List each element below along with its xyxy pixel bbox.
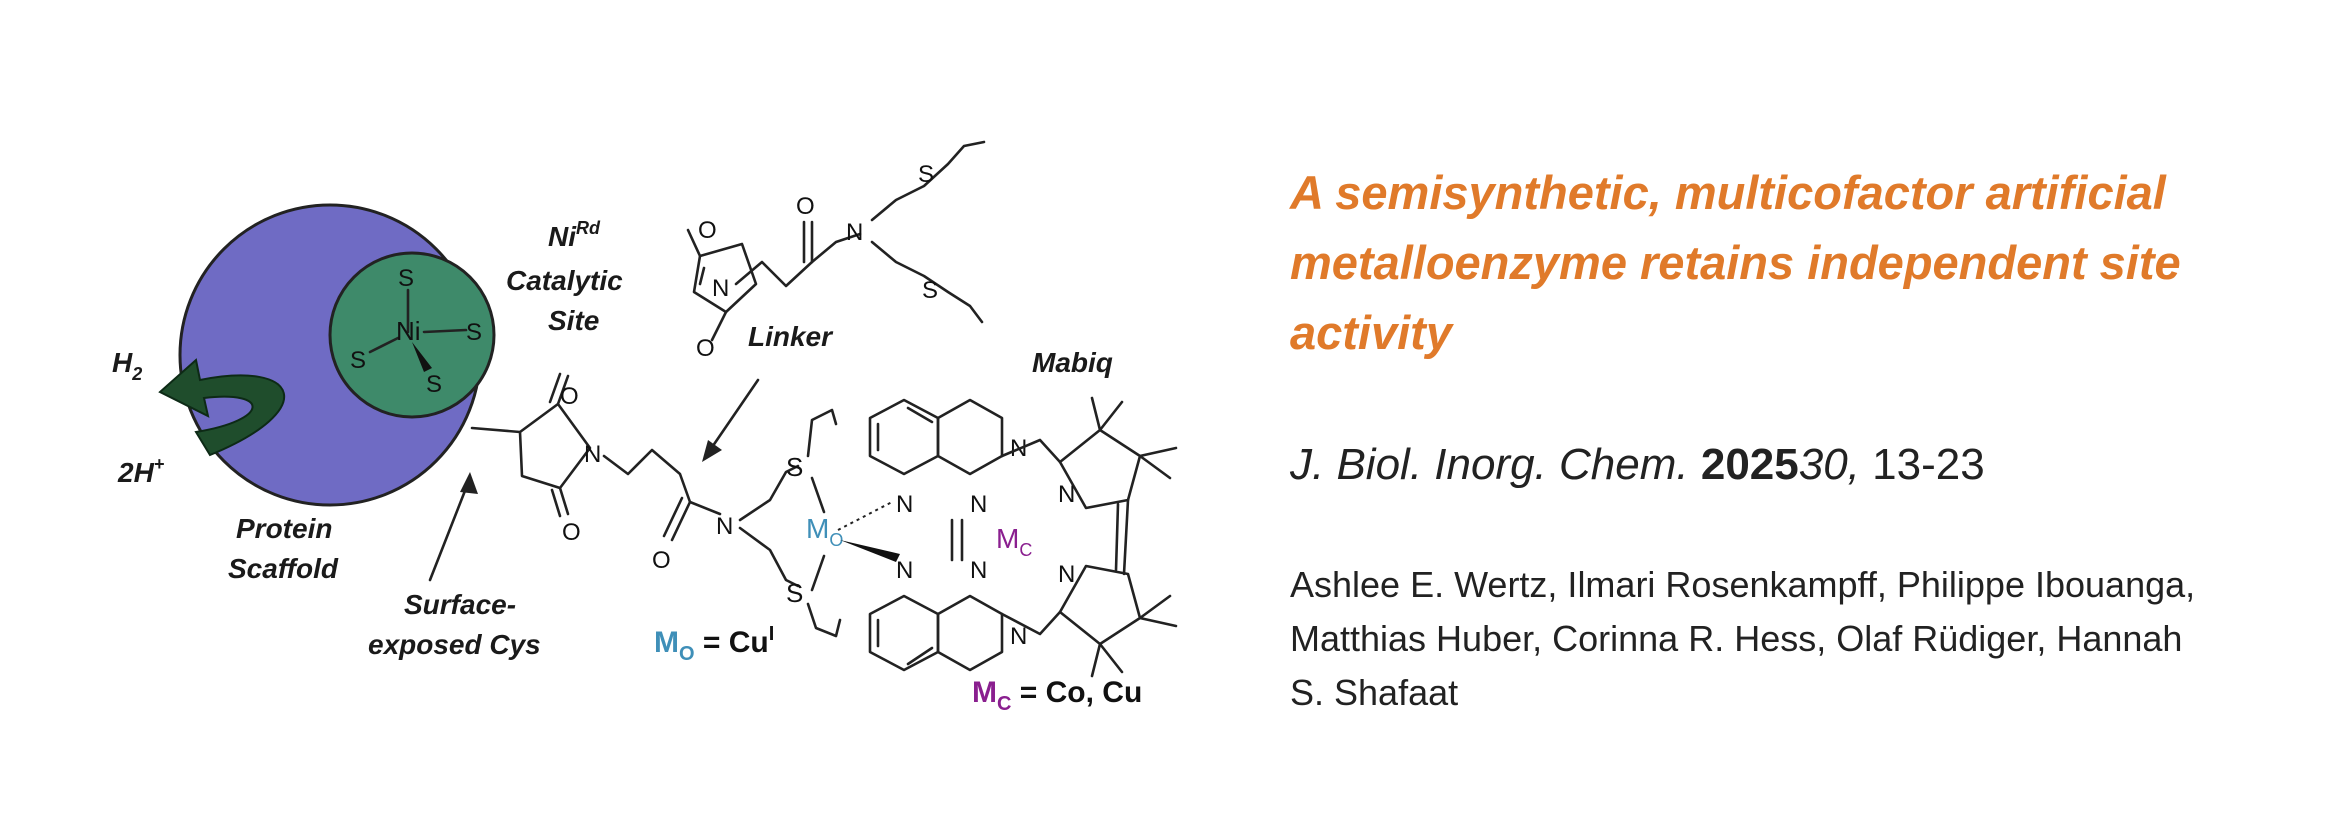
pages: 13-23 <box>1872 440 1985 489</box>
ni-atom: Ni <box>396 316 421 346</box>
linker-label: Linker <box>748 321 834 352</box>
catalytic-site-sphere <box>328 251 496 419</box>
n-atom: N <box>716 513 733 540</box>
s-atom: S <box>918 161 934 188</box>
n-atom: N <box>846 219 863 246</box>
n-atom: N <box>1058 561 1075 588</box>
site-label: Site <box>548 305 599 336</box>
exposed-cys-label: exposed Cys <box>368 629 541 660</box>
ni-site-structure: Ni S S S S <box>350 265 482 398</box>
linker-pointer <box>704 378 760 458</box>
o-atom: O <box>562 519 581 546</box>
citation: J. Biol. Inorg. Chem. 202530, 13-23 <box>1290 440 2290 490</box>
h2-label: H2 <box>112 347 142 384</box>
o-atom: O <box>696 335 715 362</box>
scaffold-label: Scaffold <box>228 553 339 584</box>
linker-arrowhead <box>702 440 722 462</box>
succinimide-ring: O O N O N <box>470 372 733 574</box>
volume: 30, <box>1798 440 1860 489</box>
o-atom: O <box>560 383 579 410</box>
s-atom: S <box>922 277 938 304</box>
mo-n-wedge-bond <box>840 540 900 562</box>
mabiq-label: Mabiq <box>1032 347 1113 378</box>
paper-title: A semisynthetic, multicofactor artificia… <box>1290 166 2181 359</box>
mo-n-hashed-bond <box>837 501 893 531</box>
s-atom: S <box>786 452 803 482</box>
journal-name: J. Biol. Inorg. Chem. <box>1290 440 1689 489</box>
h2-evolution-arrow <box>158 358 286 457</box>
surface-cys-pointer <box>428 476 472 582</box>
mo-center-label: MO <box>806 513 843 550</box>
o-atom: O <box>652 547 671 574</box>
n-atom: N <box>584 441 601 468</box>
o-atom: O <box>698 217 717 244</box>
enzyme-scheme-figure: Ni S S S S H2 2H+ Protein Scaffold Surfa… <box>112 140 1178 715</box>
s-atom: S <box>786 578 803 608</box>
o-atom: O <box>796 193 815 220</box>
ni-rd-label: NiRd <box>548 218 601 252</box>
n-atom: N <box>970 557 987 584</box>
mabiq-macrocycle: N N N N N N N N <box>837 396 1178 678</box>
mc-center-label: MC <box>996 523 1032 560</box>
protons-label: 2H+ <box>117 454 165 488</box>
linker-structure: O O N O N S S <box>686 140 986 362</box>
author-list: Ashlee E. Wertz, Ilmari Rosenkampff, Phi… <box>1290 564 2196 713</box>
surface-cys-arrowhead <box>460 472 478 494</box>
s-atom-bottom: S <box>426 371 442 398</box>
n-atom: N <box>896 491 913 518</box>
n-atom: N <box>712 275 729 302</box>
catalytic-label: Catalytic <box>506 265 623 296</box>
s-atom-right: S <box>466 319 482 346</box>
publication-year: 2025 <box>1700 440 1799 489</box>
protein-label: Protein <box>236 513 332 544</box>
n-atom: N <box>896 557 913 584</box>
mc-legend: MC = Co, Cu <box>972 676 1142 715</box>
s-atom-top: S <box>398 265 414 292</box>
n-atom: N <box>970 491 987 518</box>
s-atom-left: S <box>350 347 366 374</box>
n-atom: N <box>1010 623 1027 650</box>
surface-label: Surface- <box>404 589 516 620</box>
mo-legend: MO = CuI <box>654 623 774 665</box>
mo-binding-arms: S S <box>738 408 842 638</box>
n-atom: N <box>1058 481 1075 508</box>
